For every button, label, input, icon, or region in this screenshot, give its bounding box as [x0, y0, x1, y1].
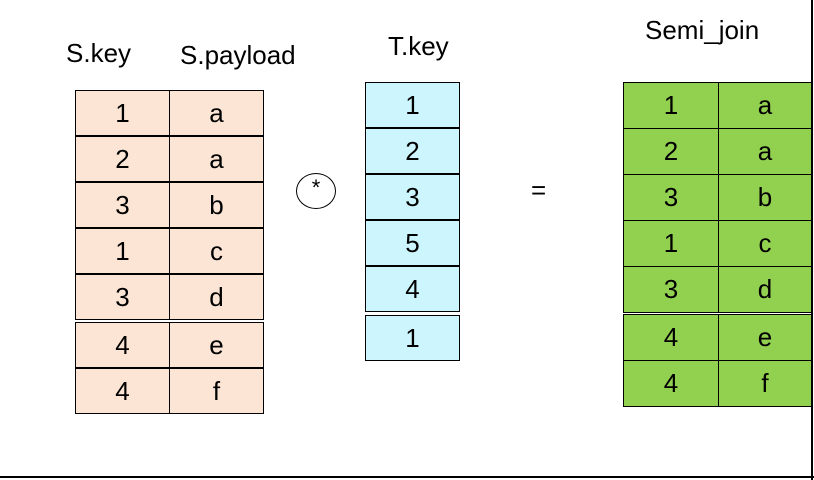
result-payload-cell: c: [718, 220, 812, 267]
result-key-cell: 3: [623, 266, 719, 313]
equals-operator: =: [531, 175, 547, 205]
s-key-cell: 4: [75, 322, 170, 368]
t-key-cell: 2: [365, 128, 460, 174]
s-payload-cell: a: [169, 136, 264, 182]
t-key-cell: 5: [365, 220, 460, 266]
s-key-cell: 3: [75, 182, 170, 228]
result-key-cell: 1: [623, 220, 719, 267]
result-key-cell: 4: [623, 314, 719, 361]
s-payload-cell: a: [169, 90, 264, 136]
join-operator: *: [296, 173, 336, 209]
s-key-cell: 1: [75, 90, 170, 136]
result-payload-cell: b: [718, 174, 812, 221]
result-key-cell: 2: [623, 128, 719, 175]
s-payload-cell: b: [169, 182, 264, 228]
s-key-cell: 4: [75, 368, 170, 414]
t-key-cell: 1: [365, 82, 460, 128]
s-key-header: S.key: [66, 38, 132, 68]
s-key-cell: 2: [75, 136, 170, 182]
s-key-cell: 1: [75, 228, 170, 274]
frame-border-right: [811, 0, 813, 480]
t-key-header: T.key: [388, 31, 449, 61]
t-key-cell: 4: [365, 266, 460, 312]
result-key-cell: 4: [623, 360, 719, 407]
result-payload-cell: a: [718, 128, 812, 175]
result-payload-cell: f: [718, 360, 812, 407]
semi-join-header: Semi_join: [645, 15, 760, 45]
s-payload-cell: d: [169, 274, 264, 320]
s-payload-header: S.payload: [180, 40, 296, 70]
t-key-cell: 3: [365, 174, 460, 220]
frame-border-bottom: [0, 476, 814, 478]
s-payload-cell: e: [169, 322, 264, 368]
s-payload-cell: f: [169, 368, 264, 414]
s-payload-cell: c: [169, 228, 264, 274]
result-payload-cell: d: [718, 266, 812, 313]
result-key-cell: 1: [623, 82, 719, 129]
t-key-cell: 1: [365, 315, 460, 361]
result-payload-cell: a: [718, 82, 812, 129]
s-key-cell: 3: [75, 274, 170, 320]
result-key-cell: 3: [623, 174, 719, 221]
result-payload-cell: e: [718, 314, 812, 361]
